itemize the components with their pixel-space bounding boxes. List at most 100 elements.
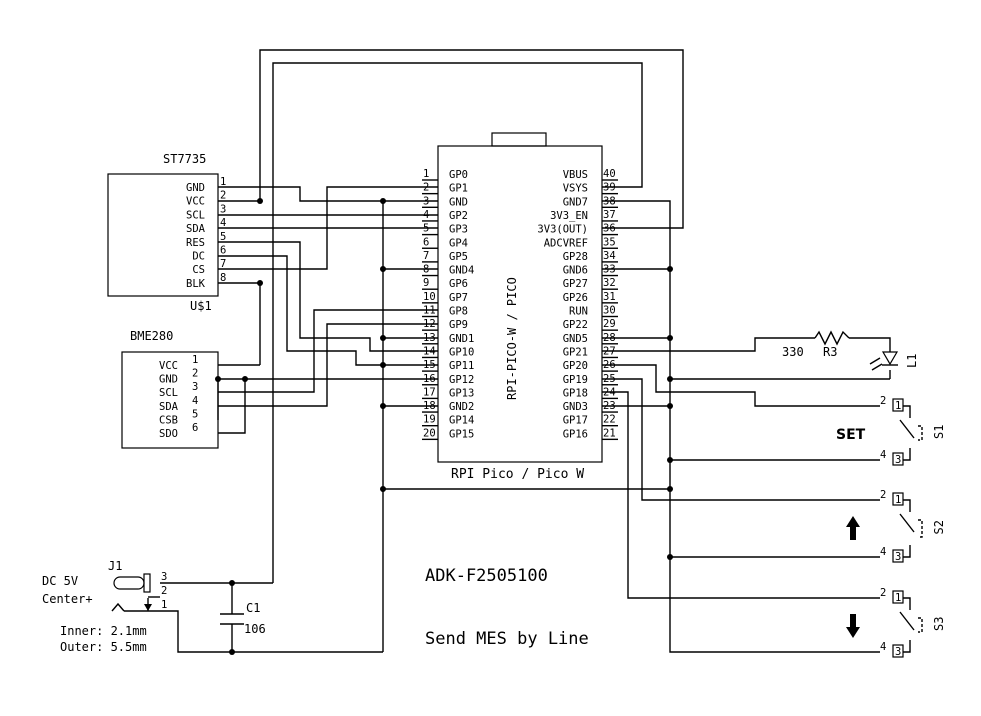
project-title: ADK-F2505100 (425, 566, 548, 586)
pico-right-pin-number: 21 (603, 427, 616, 439)
pico-right-pin-number: 40 (603, 168, 616, 180)
pico-right-pin-label: GP20 (563, 360, 588, 372)
junction-dot (380, 362, 386, 368)
switch-pin: 3 (895, 454, 901, 466)
junction-dot (257, 280, 263, 286)
pico-left-pin-label: GP15 (449, 428, 474, 440)
switch-pin: 2 (880, 395, 886, 407)
pico-right-pin-label: GND5 (563, 333, 588, 345)
pico-right-pin-number: 31 (603, 291, 616, 303)
pico-right-pin-label: GND6 (563, 265, 588, 277)
jack-pin-1: 1 (161, 599, 167, 611)
resistor-ref: R3 (823, 345, 837, 359)
switch-pin: 1 (895, 400, 901, 412)
junction-dot (667, 376, 673, 382)
junction-dot (380, 266, 386, 272)
capacitor-ref: C1 (246, 601, 260, 615)
jack-label-polarity: Center+ (42, 592, 93, 606)
st7735-pin-number: 3 (220, 203, 226, 215)
junction-dot (667, 486, 673, 492)
pico-right-pin-label: GP21 (563, 346, 588, 358)
pico-right-pin-number: 29 (603, 318, 616, 330)
pico-right-pin-label: VBUS (563, 169, 588, 181)
bme280-pin-number: 6 (192, 422, 198, 434)
bme280-pin-number: 4 (192, 395, 198, 407)
pico-left-pin-number: 10 (423, 291, 436, 303)
bme280-pin-number: 1 (192, 354, 198, 366)
pico-left-pin-label: GND (449, 196, 468, 208)
junction-dot (667, 266, 673, 272)
junction-dot (380, 198, 386, 204)
resistor-value: 330 (782, 345, 804, 359)
pico-right-pin-number: 35 (603, 236, 616, 248)
junctions (215, 198, 673, 655)
junction-dot (380, 486, 386, 492)
pico-right-pin-number: 32 (603, 277, 616, 289)
switch-pin: 2 (880, 489, 886, 501)
pico-right-pin-label: GP17 (563, 415, 588, 427)
switch-pin: 1 (895, 494, 901, 506)
st7735-pin-number: 2 (220, 190, 226, 202)
pico-left-pin-label: GP6 (449, 278, 468, 290)
pico-left-pin-label: GP12 (449, 374, 474, 386)
pico-left-pin-number: 9 (423, 277, 429, 289)
pico-left-pin-label: GP13 (449, 387, 474, 399)
switch-pin: 4 (880, 449, 886, 461)
pico-left-pin-number: 17 (423, 386, 436, 398)
pico-right-pin-label: GP19 (563, 374, 588, 386)
led-ref: L1 (905, 354, 919, 368)
junction-dot (380, 403, 386, 409)
bme280-pin-label: VCC (159, 360, 178, 372)
pico-left-pin-label: GP1 (449, 183, 468, 195)
st7735-pin-number: 7 (220, 258, 226, 270)
bme280-pin-number: 3 (192, 381, 198, 393)
switch-ref: S1 (932, 425, 946, 439)
switch-pin: 3 (895, 646, 901, 658)
st7735-pin-label: RES (186, 237, 205, 249)
jack-label-voltage: DC 5V (42, 574, 78, 588)
pico-right-pin-label: GP27 (563, 278, 588, 290)
pico-left-pin-label: GP10 (449, 346, 474, 358)
junction-dot (257, 198, 263, 204)
wires (160, 49, 891, 653)
pico-left-pin-label: GP3 (449, 224, 468, 236)
pico-right-pin-label: ADCVREF (544, 237, 588, 249)
pico-left-pin-label: GP7 (449, 292, 468, 304)
junction-dot (229, 649, 235, 655)
pico-left-pin-label: GND4 (449, 265, 474, 277)
pico-right-pin-label: RUN (569, 306, 588, 318)
pico-right-pin-label: 3V3_EN (550, 210, 588, 222)
junction-dot (667, 554, 673, 560)
up-arrow-icon (846, 516, 860, 540)
pico-left-pin-label: GND1 (449, 333, 474, 345)
pico-right-pin-label: GP16 (563, 428, 588, 440)
st7735-pin-label: DC (192, 251, 205, 263)
pico-left-pin-label: GP5 (449, 251, 468, 263)
jack-ref: J1 (108, 559, 122, 573)
junction-dot (667, 335, 673, 341)
capacitor-value: 106 (244, 622, 266, 636)
switch-pin: 3 (895, 551, 901, 563)
pico-left-pin-label: GP8 (449, 306, 468, 318)
pico-right-pin-label: GP18 (563, 387, 588, 399)
junction-dot (215, 376, 221, 382)
switch-pin: 4 (880, 546, 886, 558)
st7735-pin-number: 4 (220, 217, 226, 229)
st7735-ref: U$1 (190, 299, 212, 313)
pico-left-pin-number: 20 (423, 427, 436, 439)
junction-dot (667, 403, 673, 409)
pico-right-pin-number: 34 (603, 250, 616, 262)
junction-dot (380, 335, 386, 341)
jack-pin-2: 2 (161, 585, 167, 597)
st7735-pin-label: VCC (186, 196, 205, 208)
switch-ref: S3 (932, 617, 946, 631)
pico-left-pin-number: 6 (423, 236, 429, 248)
junction-dot (229, 580, 235, 586)
